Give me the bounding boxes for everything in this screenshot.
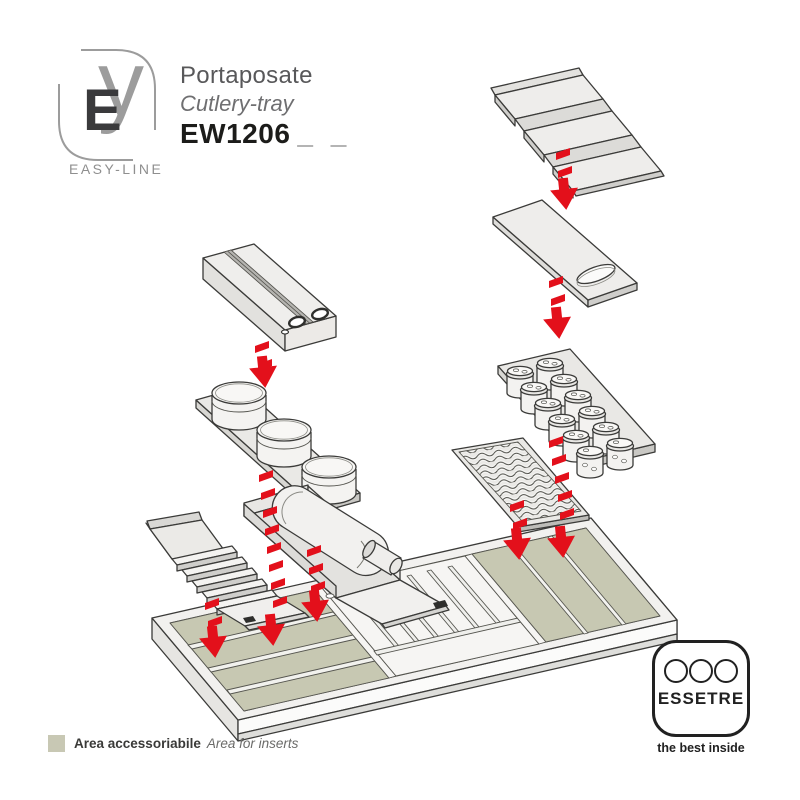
legend-swatch [48, 735, 65, 752]
product-model-row: EW1206_ _ [180, 118, 351, 150]
essetre-circle-icon [664, 659, 688, 683]
easy-line-logo-frame [58, 49, 156, 161]
product-title-english: Cutlery-tray [180, 91, 294, 116]
essetre-wordmark: ESSETRE [657, 689, 745, 708]
logo-letter-e: E [83, 78, 122, 143]
bottle-holder-insert [243, 484, 450, 629]
bottle [271, 485, 403, 577]
essetre-circles-icon [664, 659, 738, 683]
spice-jars-insert [497, 348, 656, 479]
spice-jars [505, 357, 635, 479]
easy-line-label: EASY-LINE [69, 161, 164, 177]
rail-hole [287, 315, 307, 329]
legend-label-english: Area for inserts [206, 736, 299, 751]
red-arrow [247, 341, 280, 390]
legend-label-italian: Area accessoriabile [74, 736, 201, 751]
logo-letter-y: y [98, 33, 144, 135]
rail-hole [310, 307, 330, 321]
product-title-italian: Portaposate [180, 62, 313, 89]
cutting-board-insert [492, 199, 638, 308]
knife-grid-insert [451, 437, 590, 533]
essetre-circle-icon [714, 659, 738, 683]
legend: Area accessoriabile Area for inserts [48, 735, 298, 752]
product-model-code: EW1206 [180, 118, 291, 149]
product-model-suffix: _ _ [297, 118, 352, 149]
ramp-rack-insert [145, 511, 310, 631]
essetre-tagline: the best inside [657, 741, 745, 755]
canisters-insert [195, 381, 361, 515]
essetre-logo: ESSETRE [652, 640, 750, 737]
stepped-rack-insert [490, 67, 665, 199]
essetre-circle-icon [689, 659, 713, 683]
insert-area-swatch [48, 735, 65, 752]
sharpener-rail-insert [202, 243, 337, 352]
